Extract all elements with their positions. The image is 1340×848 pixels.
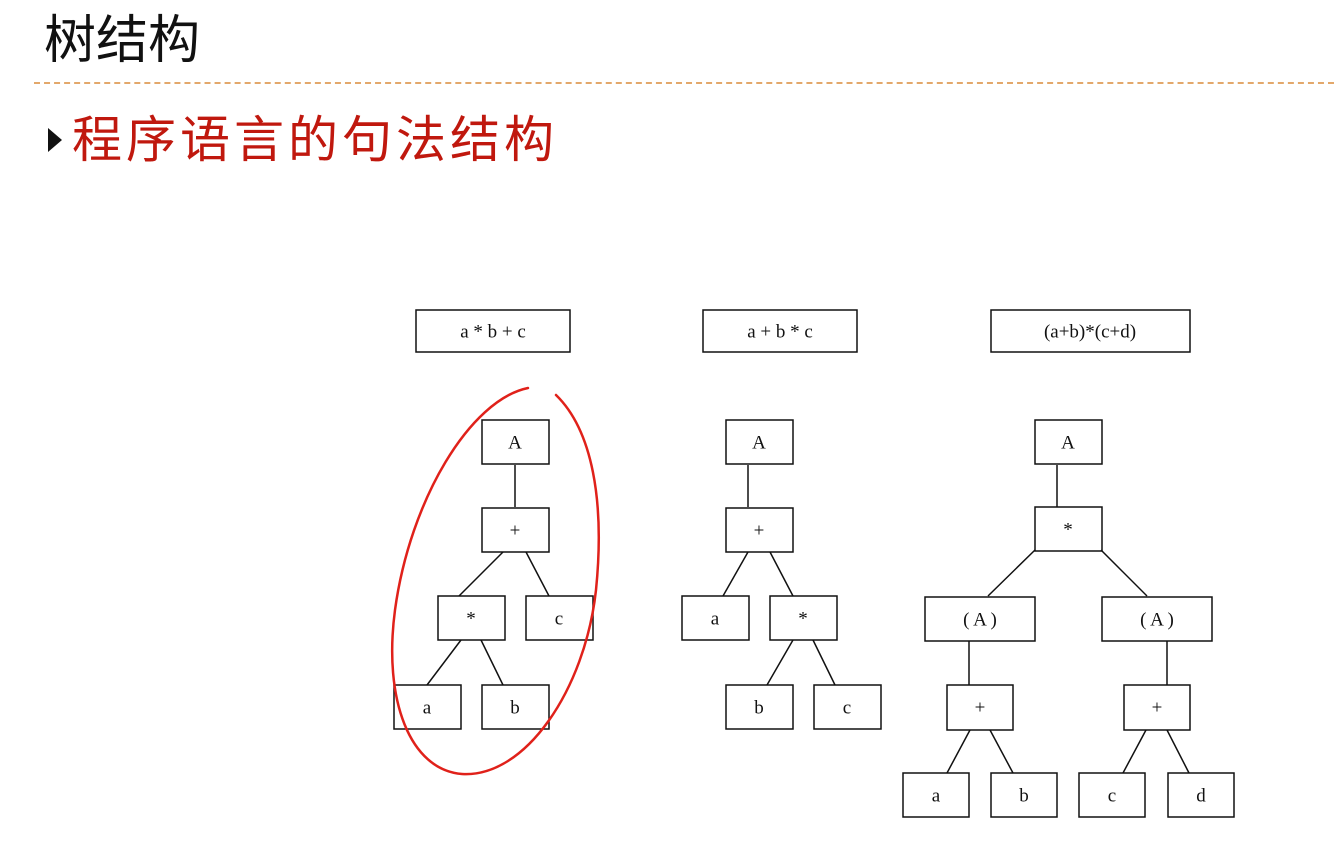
tree-node [481,419,550,465]
tree-node [990,772,1058,818]
tree-node [393,684,462,730]
expression-box [990,309,1191,353]
node-label: a [423,698,432,719]
tree-edge [458,551,504,597]
node-label: + [754,521,765,542]
tree-edge [1100,549,1148,597]
tree-edge [1166,729,1190,774]
node-label: + [975,698,986,719]
node-label: b [1019,786,1029,807]
node-label: a [711,609,720,630]
tree-node [681,595,750,641]
tree-node [813,684,882,730]
bullet-triangle-icon [48,128,62,152]
node-label: A [1061,433,1075,454]
node-label: + [510,521,521,542]
node-label: ( A ) [963,610,997,631]
tree-edge [426,639,462,686]
node-label: * [1063,520,1073,541]
tree-node [1101,596,1213,642]
expression-label: a * b + c [460,322,526,343]
tree-edge [989,729,1014,774]
tree-node [1078,772,1146,818]
node-label: c [1108,786,1116,807]
tree-edge [769,551,794,597]
tree-node [525,595,594,641]
slide-title: 树结构 [44,11,201,71]
tree-node [725,684,794,730]
tree-edge [987,549,1036,597]
tree-node [481,507,550,553]
tree-node [437,595,506,641]
node-label: ( A ) [1140,610,1174,631]
tree-edge [1122,729,1147,774]
tree-2 [681,309,882,730]
node-label: * [798,609,808,630]
tree-node [902,772,970,818]
node-label: c [843,698,851,719]
tree-node [725,507,794,553]
expression-box [415,309,571,353]
tree-edge [722,551,749,597]
node-label: + [1152,698,1163,719]
tree-node [769,595,838,641]
expression-label: (a+b)*(c+d) [1044,322,1136,343]
node-label: d [1196,786,1206,807]
title-divider [34,82,1334,84]
node-label: A [752,433,766,454]
tree-node [725,419,794,465]
node-label: * [466,609,476,630]
tree-edge [766,639,794,686]
expression-box [702,309,858,353]
node-label: b [510,698,520,719]
tree-edge [812,639,836,686]
tree-node [946,684,1014,731]
expression-label: a + b * c [747,322,813,343]
slide-subtitle: 程序语言的句法结构 [72,111,558,169]
tree-node [1123,684,1191,731]
tree-edge [525,551,550,597]
highlight-circle-annotation [390,386,601,776]
node-label: c [555,609,563,630]
tree-edge [480,639,504,686]
tree-1 [393,309,594,730]
tree-node [924,596,1036,642]
tree-node [1034,506,1103,552]
node-label: a [932,786,941,807]
tree-node [1034,419,1103,465]
tree-edge [946,729,971,774]
node-label: b [754,698,764,719]
node-label: A [508,433,522,454]
tree-3 [902,309,1235,818]
tree-node [481,684,550,730]
tree-node [1167,772,1235,818]
